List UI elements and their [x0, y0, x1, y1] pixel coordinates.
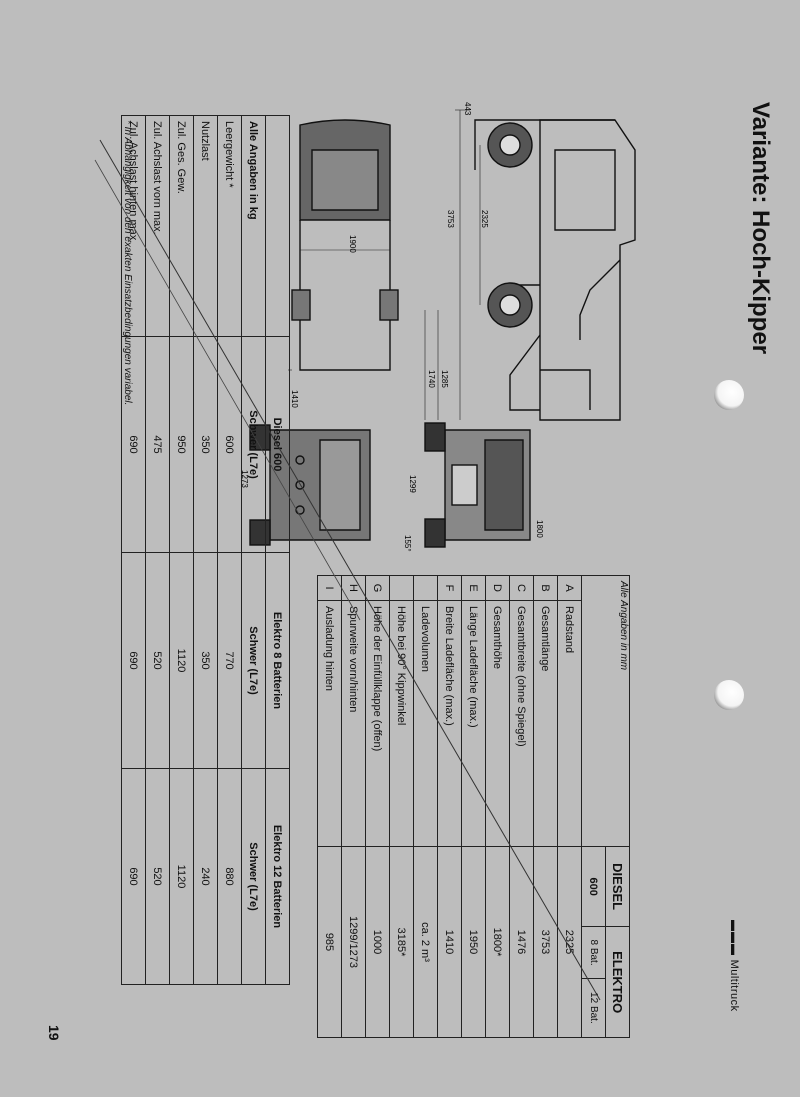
dim-label-2325: 2325 — [480, 210, 489, 228]
dim-label-1900: 1900 — [348, 235, 357, 253]
dim-label-1299: 1299 — [408, 475, 417, 493]
front-view-drawing: 1299 155° 1800 — [403, 422, 544, 552]
dim-label-1273: 1273 — [240, 470, 249, 488]
dim-label-1740: 1740 — [427, 370, 436, 388]
dim-label-1410: 1410 — [290, 390, 299, 408]
side-view-drawing: 443 2325 3753 1285 1740 — [424, 102, 636, 421]
dim-label-1285: 1285 — [440, 370, 449, 388]
dim-label-3753: 3753 — [446, 210, 455, 228]
dim-label-1800: 1800 — [535, 520, 544, 538]
rear-view-drawing: 1273 — [240, 424, 371, 546]
top-view-drawing: 1900 1410 — [288, 119, 399, 408]
dim-label-155: 155° — [403, 535, 412, 552]
dim-label-443: 443 — [463, 102, 472, 116]
